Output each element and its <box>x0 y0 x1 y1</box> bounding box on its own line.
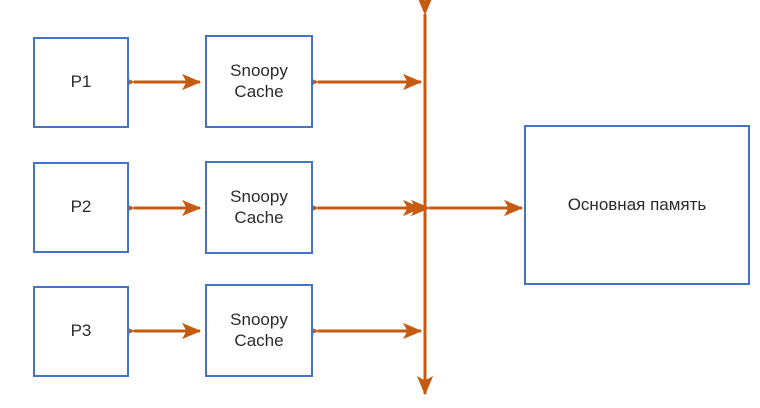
snoopy-cache-box-2[interactable]: Snoopy Cache <box>205 161 313 254</box>
snoopy-cache-label-2: Snoopy Cache <box>230 187 288 227</box>
processor-box-p2[interactable]: P2 <box>33 162 129 253</box>
processor-label-p3: P3 <box>70 321 92 341</box>
snoopy-cache-label-3: Snoopy Cache <box>230 310 288 350</box>
main-memory-box[interactable]: Основная память <box>524 125 750 285</box>
snoopy-cache-box-1[interactable]: Snoopy Cache <box>205 35 313 128</box>
snoopy-cache-label-1: Snoopy Cache <box>230 61 288 101</box>
processor-box-p1[interactable]: P1 <box>33 37 129 128</box>
processor-box-p3[interactable]: P3 <box>33 286 129 377</box>
main-memory-label: Основная память <box>567 194 707 214</box>
snoopy-cache-box-3[interactable]: Snoopy Cache <box>205 284 313 377</box>
processor-label-p2: P2 <box>70 197 92 217</box>
processor-label-p1: P1 <box>70 72 92 92</box>
